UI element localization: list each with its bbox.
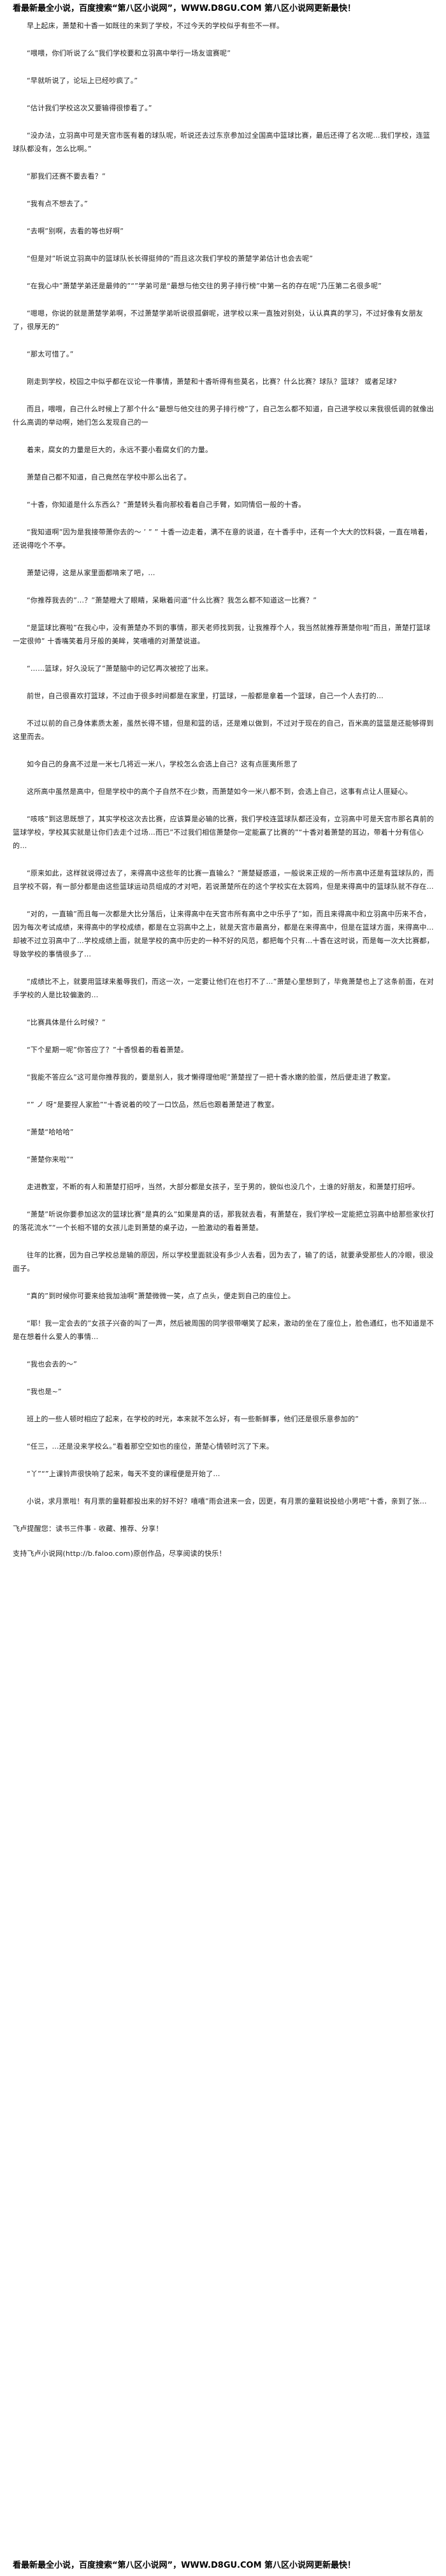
paragraph: “我也会去的～”	[27, 1360, 77, 1368]
paragraph: “丫”“”上课铃声很快响了起来，每天不变的课程便是开始了…	[27, 1470, 220, 1478]
article-body: 早上起床，萧楚和十香一如既往的来到了学校，不过今天的学校似乎有些不一样。 “喂喂，…	[13, 19, 435, 2554]
paragraph: “” ノ 呀“是要捏人家脸”“十香说着的咬了一口饮品，然后也跟着萧楚进了教室。	[27, 1101, 279, 1109]
paragraph: “我知道啊”因为是我接带萧你去的～ ’ ” ” 十香一边走着，满不在意的说道，在…	[13, 528, 432, 550]
paragraph: 而且，喂喂，自己什么时候上了那个什么“最想与他交往的男子排行榜”了，自己怎么都不…	[13, 405, 434, 427]
paragraph: “下个星期一呢”你答应了？”十香恨着的看着萧楚。	[27, 1046, 188, 1054]
paragraph: “原来如此，这样就说得过去了，来得高中这些年的比赛一直输么？”萧楚疑惑道，一般说…	[13, 869, 434, 891]
paragraph: 着来，腐女的力量是巨大的，永远不要小看腐女们的力量。	[27, 446, 213, 454]
paragraph: “咳咳”到这思既想了，其实学校这次去比赛，应该算是必输的比赛，我们学校连篮球队都…	[13, 815, 434, 850]
paragraph: “……篮球，好久没玩了”萧楚脑中的记忆再次被挖了出来。	[27, 664, 213, 673]
paragraph: “萧楚你来啦”“	[27, 1155, 74, 1164]
bottom-banner: 看最新最全小说，百度搜索“第八区小说网”，WWW.D8GU.COM 第八区小说网…	[13, 2561, 356, 2570]
paragraph: “我能不答应么”这可是你推荐我的，要是别人，我才懒得理他呢”萧楚捏了一把十香水嫩…	[27, 1073, 395, 1081]
paragraph: “没办法，立羽高中可是天宫市医有着的球队呢，听说还去过东京参加过全国高中篮球比赛…	[13, 131, 431, 153]
paragraph: 走进教室，不断的有人和萧楚打招呼，当然，大部分都是女孩子，至于男的，貌似也没几个…	[27, 1183, 419, 1191]
paragraph: “萧楚“哈哈哈”	[27, 1128, 74, 1136]
paragraph: 这所高中虽然是高中，但是学校中的高个子自然不在少数，而萧楚如今一米八都不到，会选…	[27, 787, 412, 796]
paragraph: “成绩比不上，就要用篮球来羞辱我们，而这一次，一定要让他们在也打不了…”萧楚心里…	[13, 977, 434, 999]
paragraph: “你推荐我去的”…？”萧楚瞪大了眼睛，呆瞅着问道“什么比赛？我怎么都不知道这一比…	[27, 596, 317, 604]
paragraph: 萧楚记得，这是从家里面都啃来了吧，…	[27, 569, 155, 577]
paragraph: “估计我们学校这次又要输得很惨看了。”	[27, 104, 152, 112]
paragraph: “真的”到时候你可要来给我加油啊”萧楚微微一笑，点了点头，便走到自己的座位上。	[27, 1292, 295, 1300]
paragraph: 班上的一些人顿时相应了起来，在学校的时光，本来就不怎么好，有一些新鲜事，他们还是…	[27, 1415, 359, 1423]
paragraph: “是篮球比赛啦”在我心中，没有萧楚办不到的事情，那天老师找到我，让我推荐个人，我…	[13, 624, 431, 645]
paragraph: 刚走到学校，校园之中似乎都在议论一件事情，萧楚和十香听得有些莫名，比赛？什么比赛…	[27, 377, 397, 386]
paragraph: 不过以前的自己身体素质太差，虽然长得不错，但是和篮的话，还是难以做到，不过对于现…	[13, 719, 434, 741]
paragraph: “在我心中”萧楚学弟还是最帅的”“”学弟可是“最想与他交往的男子排行榜”中第一名…	[27, 282, 382, 290]
paragraph: “耶！我一定会去的”女孩子兴奋的叫了一声，然后被周围的同学很带嘲笑了起来，激动的…	[13, 1319, 434, 1341]
paragraph: “我也是~”	[27, 1387, 62, 1396]
paragraph: 萧楚自己都不知道，自己竟然在学校中那么出名了。	[27, 473, 191, 481]
paragraph: “嗯嗯，你说的就是萧楚学弟啊，不过萧楚学弟听说很孤僻呢，进学校以来一直独对别处，…	[13, 309, 423, 331]
paragraph: “那太可惜了。”	[27, 350, 74, 358]
paragraph: “任三，…还是没来学校么。”看着那空空如也的座位，萧楚心情顿时沉了下来。	[27, 1442, 274, 1451]
paragraph: “我有点不想去了。”	[27, 200, 88, 208]
paragraph: “早就听说了，论坛上已经吵疯了。”	[27, 77, 138, 85]
paragraph: 早上起床，萧楚和十香一如既往的来到了学校，不过今天的学校似乎有些不一样。	[27, 22, 284, 30]
paragraph: “那我们还赛不要去看？”	[27, 172, 106, 180]
paragraph: 往年的比赛，因为自己学校总是输的原因，所以学校里面就没有多少人去看，因为去了，输…	[13, 1251, 434, 1273]
paragraph: 前世，自己很喜欢打篮球，不过由于很多时间都是在家里，打篮球，一般都是拿着一个篮球…	[27, 692, 384, 700]
paragraph: 小说，求月票啦！有月票的童鞋都投出来的好不好？嘻嘻”雨会进来一会，因更，有月票的…	[27, 1497, 427, 1505]
top-banner: 看最新最全小说，百度搜索“第八区小说网”，WWW.D8GU.COM 第八区小说网…	[13, 4, 356, 13]
paragraph: 支持飞卢小说网(http://b.faloo.com)原创作品，尽享阅读的快乐！	[13, 1549, 226, 1558]
paragraph: “去啊”别啊，去看的等也好啊”	[27, 227, 124, 235]
paragraph: “对的，一直输”而且每一次都是大比分落后，让来得高中在天宫市所有高中之中乐乎了”…	[13, 910, 434, 958]
paragraph: 飞卢提醒您：读书三件事 - 收藏、推荐、分享！	[13, 1525, 163, 1533]
paragraph: “比赛具体是什么时候？”	[27, 1018, 106, 1027]
paragraph: “喂喂，你们听说了么”我们学校要和立羽高中举行一场友谊赛呢”	[27, 49, 231, 57]
paragraph: “但是对”听说立羽高中的篮球队长长得挺帅的”而且这次我们学校的萧楚学弟估计也会去…	[27, 254, 313, 263]
paragraph: “萧楚”听说你要参加这次的篮球比赛”是真的么”如果是真的话，那我就去看，有萧楚在…	[13, 1210, 435, 1232]
paragraph: 如今自己的身高不过是一米七几将近一米八，学校怎么会选上自己？这有点匪夷所思了	[27, 760, 298, 768]
paragraph: “十香，你知道是什么东西么？”萧楚转头看向那校看着自己手臂，如同情侣一般的十香。	[27, 501, 306, 509]
